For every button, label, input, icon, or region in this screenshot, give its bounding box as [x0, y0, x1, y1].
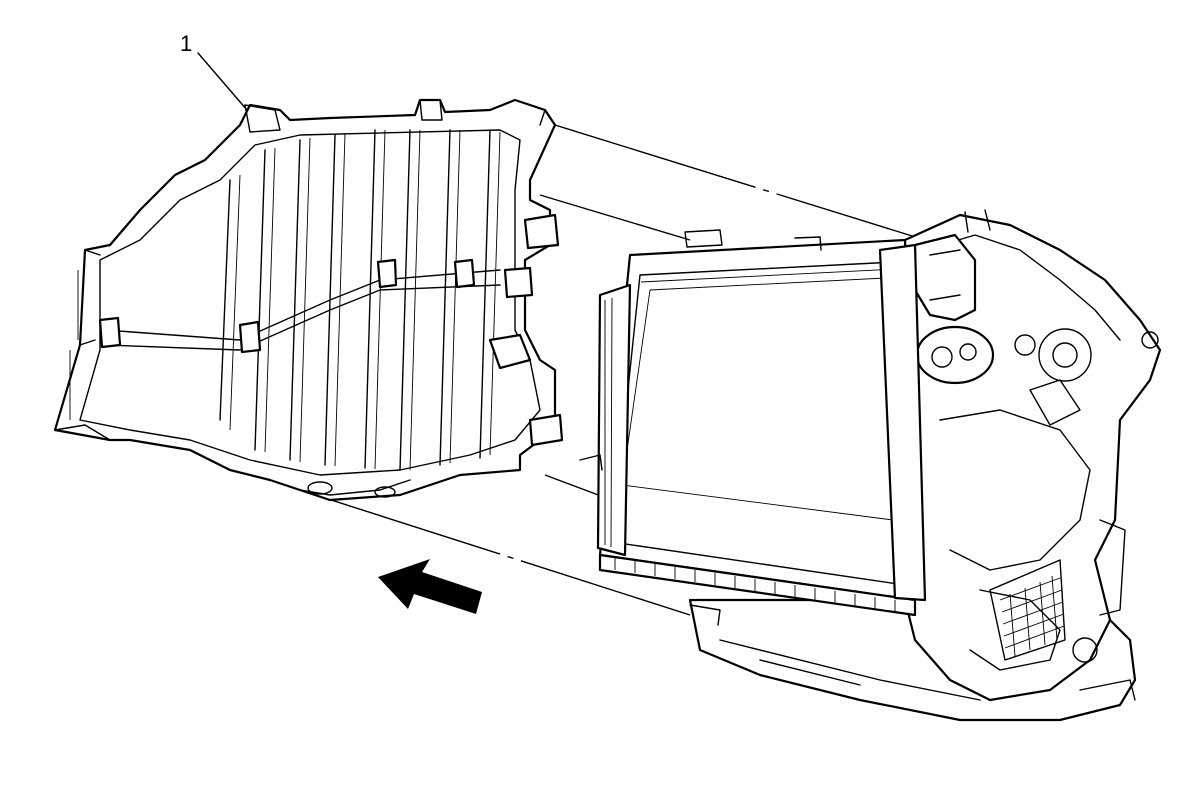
heater-core — [579, 229, 927, 626]
hvac-module-assembly — [688, 209, 1162, 722]
callout-1-leader-line — [197, 52, 248, 111]
callout-1-label: 1 — [180, 31, 192, 56]
callout-1: 1 — [180, 31, 248, 111]
removal-direction-arrow-icon — [378, 559, 482, 614]
hvac-case-cover — [53, 98, 564, 502]
